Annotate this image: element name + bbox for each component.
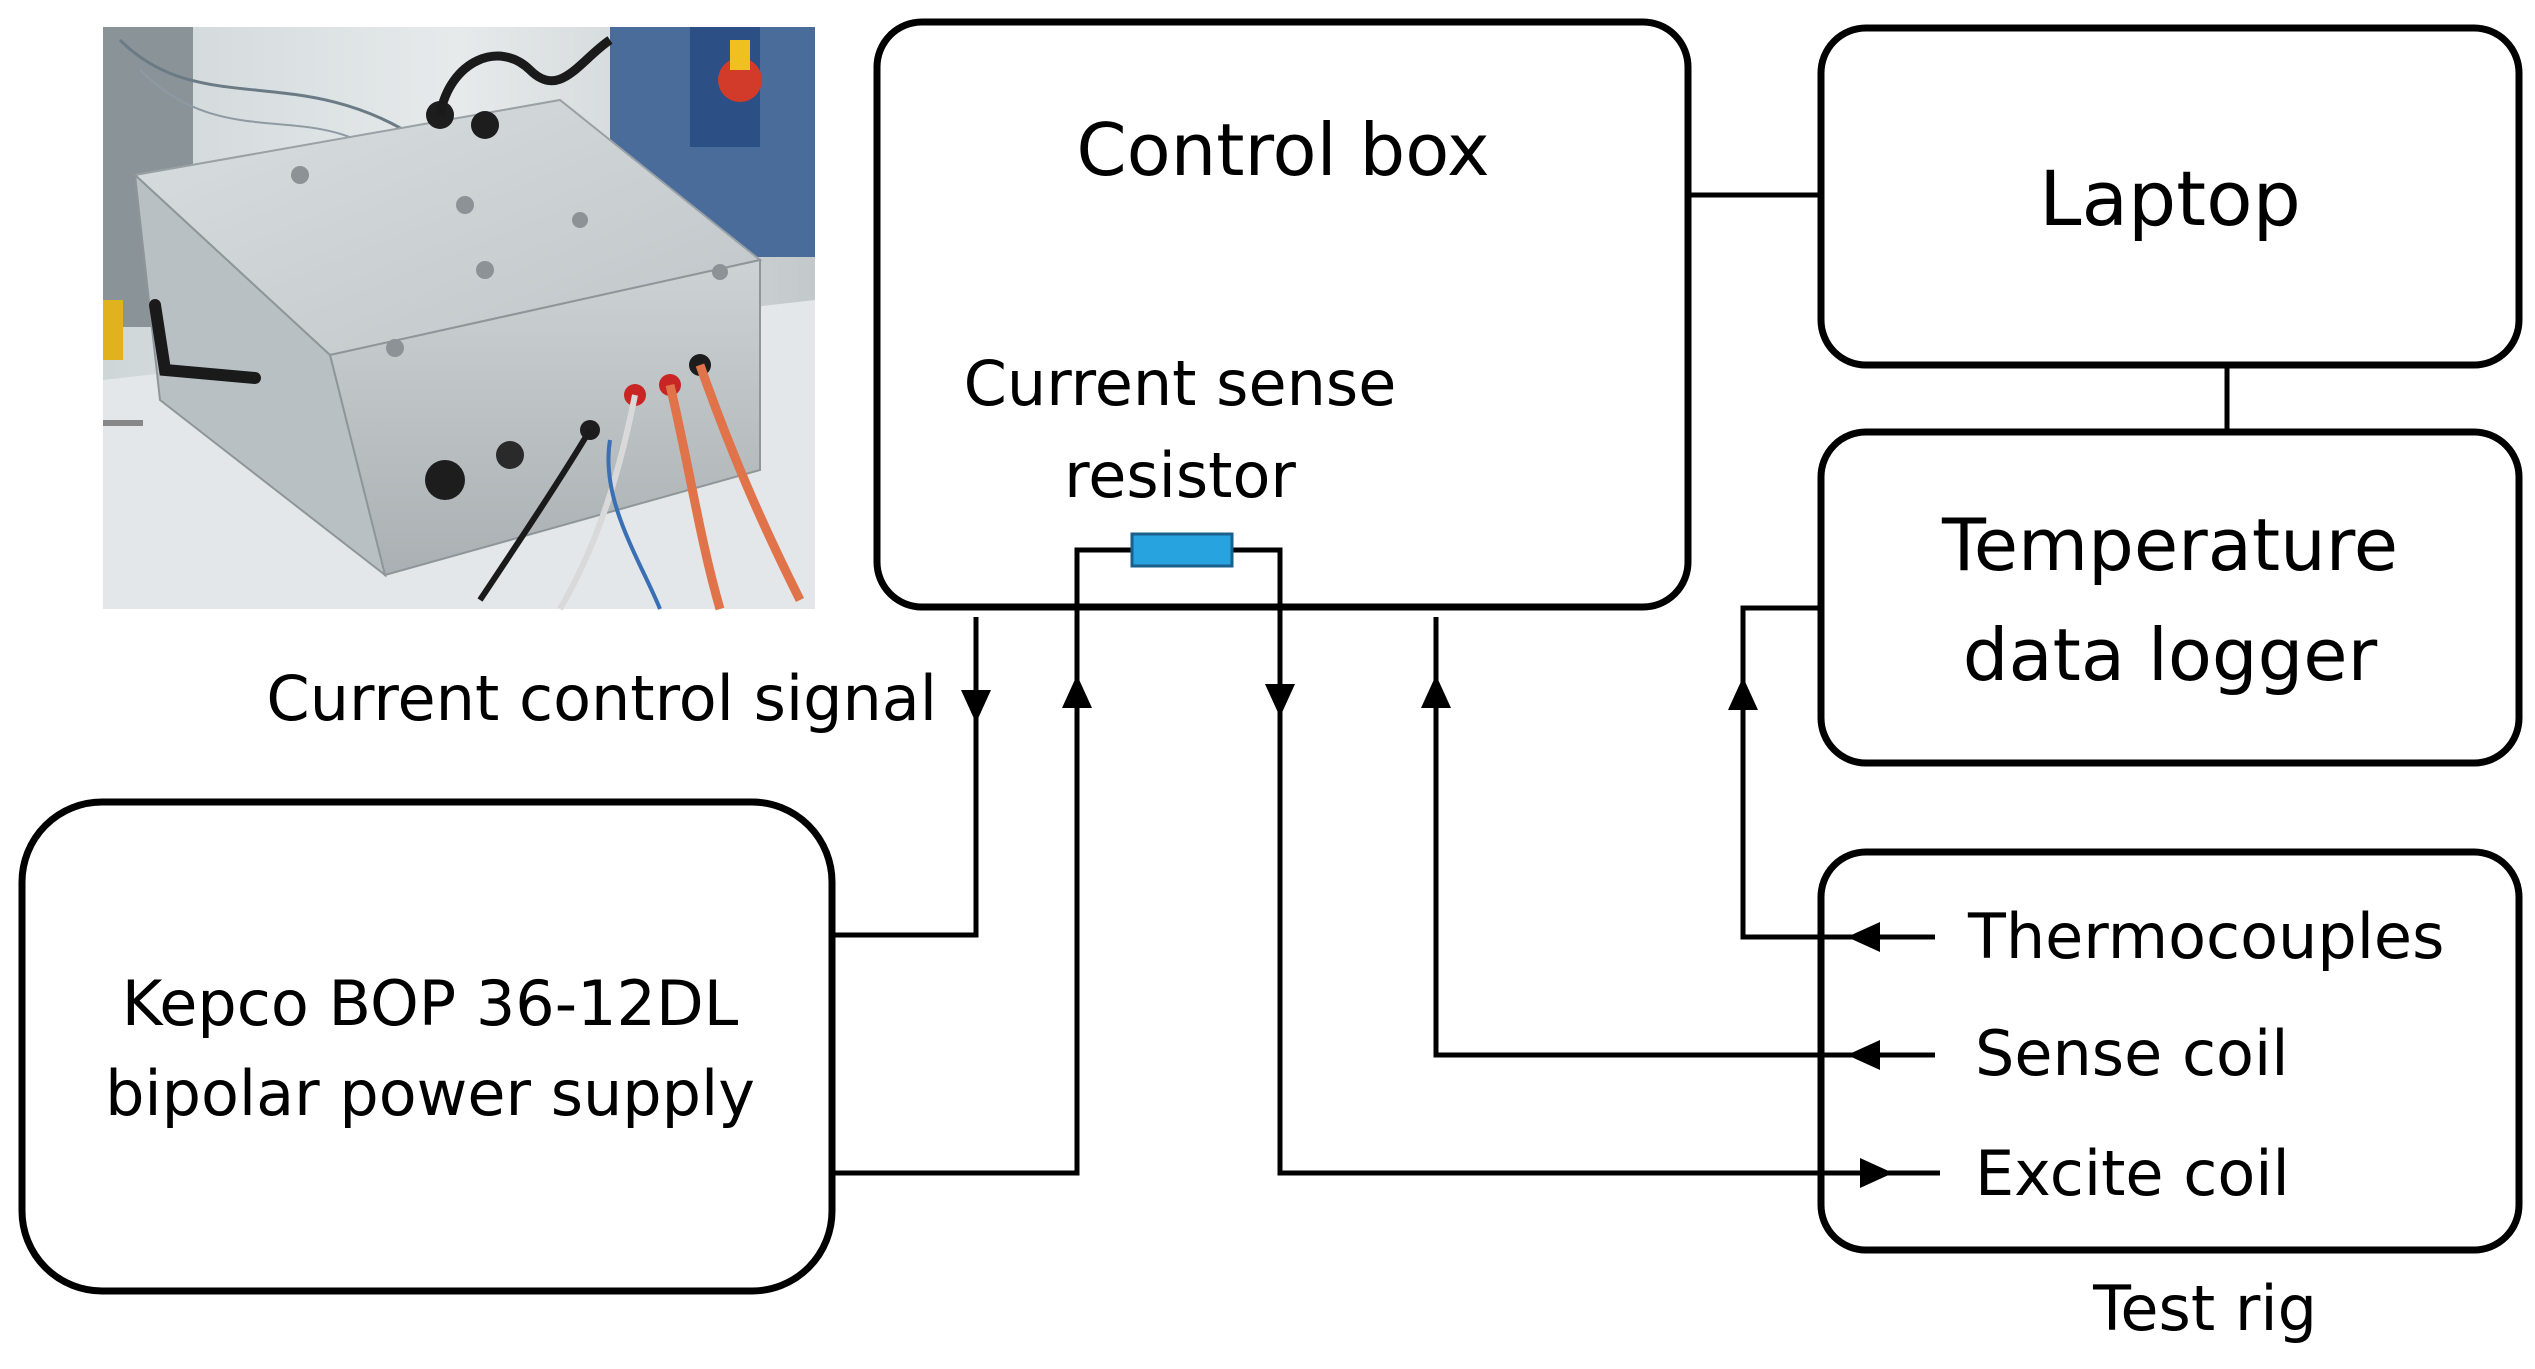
thermocouple-wire: [1740, 605, 1935, 940]
power-supply-line2: bipolar power supply: [105, 1057, 755, 1130]
power-supply-block: [18, 798, 836, 1295]
test-rig-port-thermocouples: Thermocouples: [1967, 900, 2444, 973]
logger-line2: data logger: [1963, 613, 2378, 697]
test-rig-caption: Test rig: [2092, 1272, 2317, 1345]
control-box-sub2: resistor: [1064, 439, 1296, 512]
excite-down-arrow-icon: [1265, 684, 1295, 717]
connection-lines: [835, 192, 2230, 1176]
current-sense-resistor-icon: [1130, 532, 1234, 568]
supply-return-arrow-icon: [1062, 675, 1092, 708]
control-signal-arrow-icon: [961, 690, 991, 723]
power-supply-line1: Kepco BOP 36-12DL: [122, 967, 739, 1040]
sense-wire: [1433, 617, 1935, 1058]
thermocouple-in-arrow-icon: [1847, 922, 1880, 952]
supply-return-wire: [835, 547, 1133, 1176]
temperature-logger-block: [1817, 428, 2523, 767]
test-rig-block: [1817, 848, 2523, 1254]
thermocouple-up-arrow-icon: [1728, 677, 1758, 710]
test-rig-port-excite-coil: Excite coil: [1975, 1137, 2290, 1210]
laptop-label: Laptop: [2039, 154, 2301, 243]
logger-line1: Temperature: [1941, 503, 2398, 587]
excite-coil-out-arrow-icon: [1860, 1158, 1893, 1188]
control-box-sub1: Current sense: [964, 347, 1397, 420]
excite-wire: [1232, 547, 1940, 1176]
control-box-photo: [103, 27, 815, 611]
arrow-heads: [961, 675, 1893, 1188]
control-signal-label: Current control signal: [266, 662, 937, 735]
control-box-title: Control box: [1076, 108, 1489, 192]
test-rig-port-sense-coil: Sense coil: [1975, 1017, 2288, 1090]
sense-up-arrow-icon: [1421, 675, 1451, 708]
sense-coil-in-arrow-icon: [1847, 1040, 1880, 1070]
